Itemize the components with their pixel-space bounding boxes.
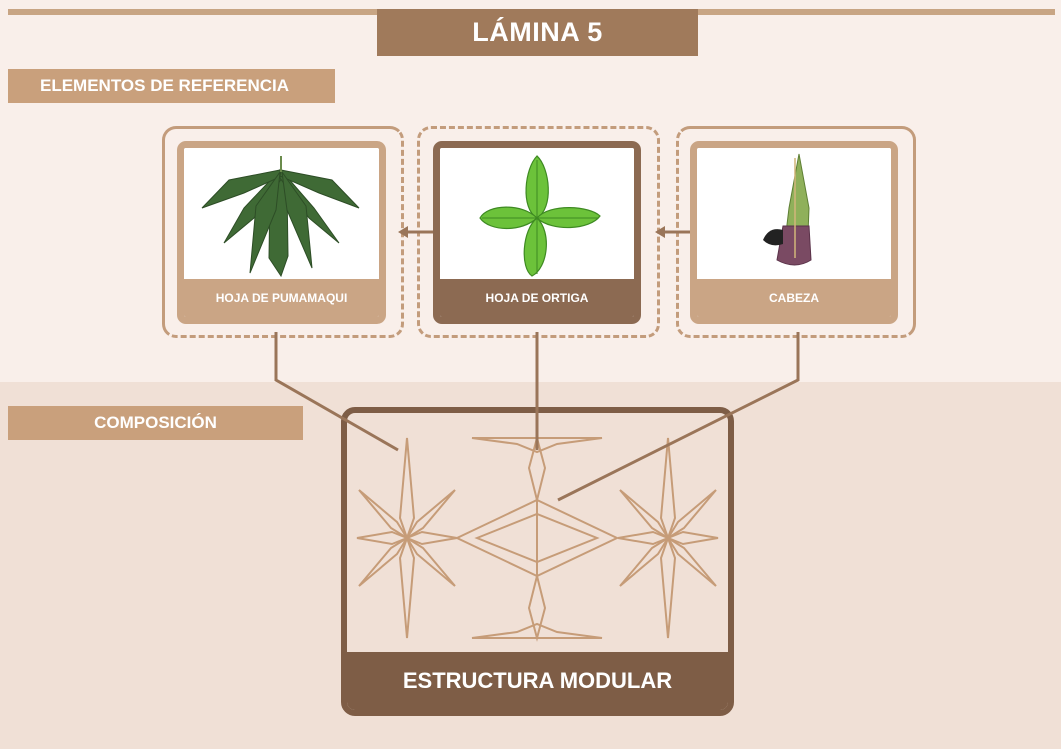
- pumamaqui-leaf-icon: [201, 156, 360, 278]
- modular-pattern-icon: [356, 434, 719, 642]
- top-rule-right: [698, 9, 1055, 15]
- ortiga-card: HOJA DE ORTIGA: [433, 141, 641, 324]
- reference-section-label: ELEMENTOS DE REFERENCIA: [8, 69, 335, 103]
- cabeza-card: CABEZA: [690, 141, 898, 324]
- ortiga-label: HOJA DE ORTIGA: [440, 279, 634, 317]
- composition-section-label: COMPOSICIÓN: [8, 406, 303, 440]
- cabeza-connector: [557, 332, 800, 502]
- modular-structure-frame: ESTRUCTURA MODULAR: [341, 407, 734, 716]
- cabeza-label: CABEZA: [697, 279, 891, 317]
- pumamaqui-card: HOJA DE PUMAMAQUI: [177, 141, 386, 324]
- head-figure-icon: [763, 153, 812, 266]
- pumamaqui-label: HOJA DE PUMAMAQUI: [184, 279, 379, 317]
- arrowhead-middle-icon: [655, 226, 665, 238]
- page-title: LÁMINA 5: [377, 9, 698, 56]
- arrowhead-left-icon: [398, 226, 408, 238]
- pumamaqui-connector: [274, 332, 399, 452]
- nettle-leaf-icon: [479, 155, 601, 277]
- modular-structure-label: ESTRUCTURA MODULAR: [347, 652, 728, 710]
- top-rule-left: [8, 9, 377, 15]
